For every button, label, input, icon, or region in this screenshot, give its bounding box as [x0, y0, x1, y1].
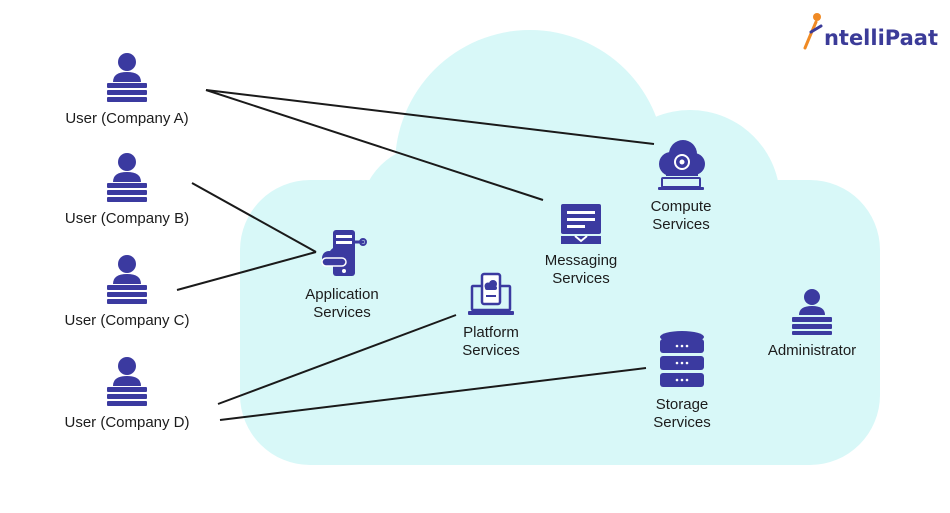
user-company-d: User (Company D) — [56, 356, 198, 432]
connections — [176, 89, 655, 421]
messaging-services: Messaging Services — [526, 202, 636, 288]
administrator-label: Administrator — [767, 342, 857, 359]
user-label: User (Company C) — [64, 312, 190, 329]
service-label: Platform Services — [462, 324, 520, 359]
line-companyD-platform — [217, 314, 457, 405]
brand-name: ntelliPaat — [823, 26, 938, 50]
person-laptop-icon — [107, 153, 147, 202]
service-label: Messaging Services — [544, 252, 618, 287]
platform-laptop-icon — [468, 272, 514, 315]
cloud-gear-laptop-icon — [658, 140, 705, 190]
platform-services: Platform Services — [436, 272, 546, 360]
administrator: Administrator — [756, 288, 868, 360]
person-laptop-icon — [792, 289, 832, 335]
user-company-b: User (Company B) — [56, 152, 198, 228]
intellipaat-logo: ntelliPaat — [802, 12, 938, 50]
service-label: Compute Services — [650, 198, 712, 233]
line-companyB-application — [191, 182, 317, 253]
service-label: Application Services — [305, 286, 379, 321]
line-companyC-application — [176, 251, 317, 291]
service-label: Storage Services — [653, 396, 711, 431]
mobile-app-icon — [321, 230, 367, 276]
intellipaat-figure-icon — [803, 13, 823, 50]
user-label: User (Company A) — [65, 110, 189, 127]
database-icon — [660, 331, 704, 387]
user-label: User (Company B) — [64, 210, 190, 227]
storage-services: Storage Services — [626, 330, 738, 432]
user-company-c: User (Company C) — [56, 254, 198, 330]
user-label: User (Company D) — [64, 414, 190, 431]
person-laptop-icon — [107, 357, 147, 406]
line-companyA-messaging — [205, 89, 544, 201]
person-laptop-icon — [107, 255, 147, 304]
application-services: Application Services — [286, 228, 398, 322]
person-laptop-icon — [107, 53, 147, 102]
line-companyA-compute — [205, 89, 655, 145]
user-company-a: User (Company A) — [56, 52, 198, 128]
line-companyD-storage — [219, 367, 647, 421]
messaging-screen-icon — [561, 204, 601, 244]
compute-services: Compute Services — [626, 140, 736, 234]
